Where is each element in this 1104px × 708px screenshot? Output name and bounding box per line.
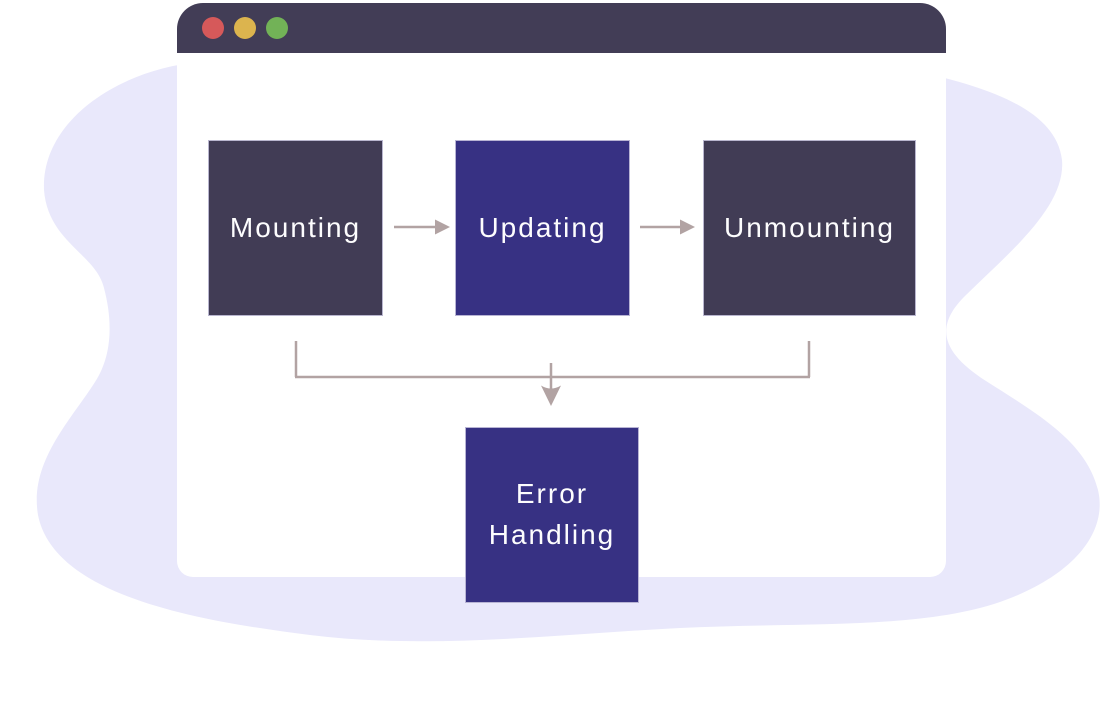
close-button-icon[interactable] <box>202 17 224 39</box>
node-error-handling: Error Handling <box>465 427 639 603</box>
node-mounting-label: Mounting <box>229 211 362 243</box>
node-unmounting: Unmounting <box>703 140 916 316</box>
node-error-handling-label: Error Handling <box>488 478 616 550</box>
node-unmounting-label: Unmounting <box>724 211 895 243</box>
maximize-button-icon[interactable] <box>266 17 288 39</box>
browser-titlebar <box>177 3 946 53</box>
node-mounting: Mounting <box>208 140 383 316</box>
minimize-button-icon[interactable] <box>234 17 256 39</box>
node-updating-label: Updating <box>478 211 607 243</box>
node-updating: Updating <box>455 140 630 316</box>
